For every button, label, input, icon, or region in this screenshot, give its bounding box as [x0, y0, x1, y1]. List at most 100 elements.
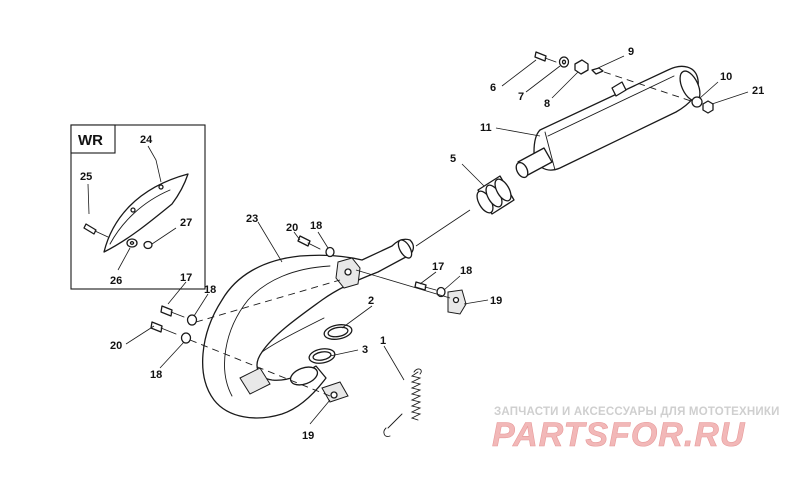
heat-shield: [103, 173, 189, 253]
callout-25: 25: [80, 171, 92, 183]
chamber-contour: [224, 265, 331, 397]
washer-18d: [436, 286, 446, 298]
wr-inset: WR 24 25 26 27: [70, 124, 206, 290]
watermark: ЗАПЧАСТИ И АКСЕССУАРЫ ДЛЯ МОТОТЕХНИКИ PA…: [492, 406, 780, 454]
screw: [83, 223, 97, 235]
nut: [143, 240, 153, 250]
heat-shield-hole: [130, 207, 136, 213]
leader-19a: [463, 299, 489, 305]
bolt-17-shank: [170, 311, 185, 318]
silencer-inlet-rim: [515, 161, 529, 179]
axis-lower: [189, 339, 331, 397]
assembly-axis: [415, 209, 471, 247]
leader-25: [87, 183, 90, 215]
spring-hook-top: [413, 368, 422, 375]
silencer-endcap-line: [544, 131, 556, 171]
washer-10: [691, 96, 703, 108]
watermark-brand: PARTSFOR.RU: [492, 416, 746, 454]
silencer-seam: [547, 75, 675, 137]
callout-7: 7: [518, 91, 524, 103]
washer-hole: [129, 241, 135, 245]
chamber-inner-line: [261, 317, 325, 353]
callout-6: 6: [490, 82, 496, 94]
callout-numbers: 6 7 8 9 10 21 11 5 23 20 18 17 18 20 18 …: [110, 46, 764, 442]
leader-8: [551, 71, 579, 99]
upper-fasteners: [297, 235, 335, 258]
bolt-20: [150, 321, 163, 333]
inset-title: WR: [78, 132, 103, 149]
callout-23: 23: [246, 213, 258, 225]
silencer-fasteners: [534, 51, 714, 114]
silencer-body: [533, 65, 699, 171]
leader-18d: [443, 275, 461, 291]
callout-10: 10: [720, 71, 732, 83]
coupling-ring: [494, 178, 512, 202]
bolt-17b-shank: [424, 286, 437, 291]
screw-shank: [94, 230, 109, 238]
callout-1: 1: [380, 335, 386, 347]
callout-9: 9: [628, 46, 634, 58]
leader-24: [147, 145, 162, 183]
leader-17: [167, 281, 187, 305]
washer-7-hole: [561, 59, 567, 65]
callout-20b: 20: [286, 222, 298, 234]
heat-shield-hole: [158, 184, 164, 190]
leader-7: [525, 65, 561, 93]
callout-20a: 20: [110, 340, 122, 352]
bracket-19-hole: [452, 296, 460, 304]
washer-18: [186, 314, 198, 326]
leader-17b: [419, 271, 437, 285]
callout-18d: 18: [460, 265, 472, 277]
o-ring-3-inner: [312, 351, 332, 361]
leader-1: [383, 345, 405, 381]
leader-6: [501, 59, 537, 87]
leader-20a: [125, 325, 155, 345]
leader-23: [257, 221, 283, 263]
leader-20b: [293, 231, 301, 241]
axis-upper: [195, 279, 341, 323]
bolt-20b: [297, 235, 311, 247]
spacer-8: [574, 59, 589, 75]
callout-24: 24: [140, 134, 153, 146]
bolt-17b: [414, 281, 427, 291]
callout-26: 26: [110, 275, 122, 287]
front-fasteners: [150, 279, 341, 397]
silencer-mount-tab: [611, 81, 627, 97]
callout-5: 5: [450, 153, 456, 165]
callout-19b: 19: [302, 430, 314, 442]
chamber-outlet: [397, 239, 413, 259]
coupling-5: [415, 175, 515, 247]
spring-hook-bottom: [383, 427, 391, 437]
leader-10: [699, 81, 719, 99]
bracket-axis: [355, 269, 451, 299]
callout-3: 3: [362, 344, 368, 356]
callout-8: 8: [544, 98, 550, 110]
bolt-6-shank: [544, 57, 557, 63]
silencer: [515, 65, 701, 179]
callout-18a: 18: [204, 284, 216, 296]
spring-coil: [410, 371, 422, 421]
leader-lines: [125, 55, 749, 425]
bushing-9: [591, 67, 604, 75]
spring-tail: [387, 413, 403, 429]
o-ring-2-inner: [327, 326, 349, 338]
bolt-20-shank: [160, 327, 177, 335]
leader-5: [461, 163, 485, 187]
leader-18a: [193, 293, 209, 317]
callout-18c: 18: [310, 220, 322, 232]
leader-3: [329, 349, 359, 357]
leader-11: [495, 127, 541, 137]
leader-18b: [159, 341, 185, 369]
inset-label-box: [70, 124, 116, 154]
callout-11: 11: [480, 122, 492, 134]
lower-bracket-hole: [330, 391, 338, 399]
bolt-20b-shank: [307, 242, 321, 250]
bolt-17: [160, 305, 173, 317]
leader-9: [597, 55, 625, 69]
right-bracket: [355, 269, 467, 315]
spring-1: [383, 368, 422, 437]
callout-27: 27: [180, 217, 192, 229]
watermark-subtitle: ЗАПЧАСТИ И АКСЕССУАРЫ ДЛЯ МОТОТЕХНИКИ: [494, 406, 780, 418]
heat-shield-edge: [109, 189, 171, 245]
